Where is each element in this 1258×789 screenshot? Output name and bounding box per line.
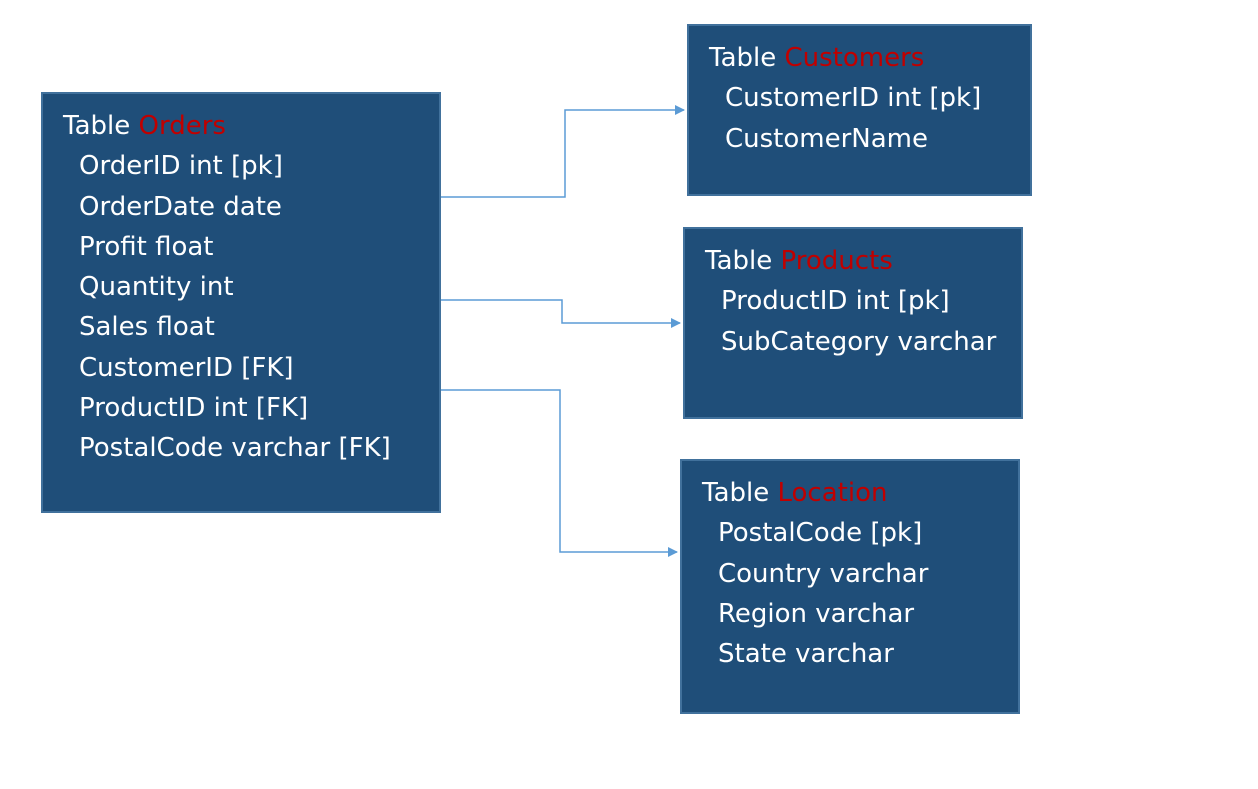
table-field: Region varchar (718, 598, 915, 629)
products-table: Table Products ProductID int [pk] SubCat… (683, 227, 1023, 419)
table-name: Orders (138, 111, 226, 141)
table-field: Country varchar (718, 558, 929, 589)
table-prefix: Table (709, 43, 777, 73)
table-name: Products (780, 246, 893, 276)
connector-orders-products (441, 299, 681, 328)
table-prefix: Table (705, 246, 773, 276)
table-prefix: Table (63, 111, 131, 141)
location-table: Table Location PostalCode [pk] Country v… (680, 459, 1020, 714)
table-field: Sales float (79, 312, 215, 343)
table-field: CustomerID [FK] (79, 352, 294, 383)
table-field: CustomerID int [pk] (725, 83, 982, 114)
table-field: SubCategory varchar (721, 326, 997, 357)
table-header: Table Location (682, 473, 1018, 513)
table-field: Quantity int (79, 272, 234, 303)
customers-table: Table Customers CustomerID int [pk] Cust… (687, 24, 1032, 196)
table-field: Profit float (79, 231, 214, 262)
table-field: CustomerName (725, 123, 928, 154)
table-field: OrderID int [pk] (79, 151, 283, 182)
orders-table: Table Orders OrderID int [pk] OrderDate … (41, 92, 441, 513)
table-prefix: Table (702, 478, 770, 508)
connector-orders-customers (441, 105, 685, 198)
table-field: ProductID int [pk] (721, 286, 950, 317)
table-field: OrderDate date (79, 191, 282, 222)
table-field: PostalCode [pk] (718, 518, 923, 549)
table-field: PostalCode varchar [FK] (79, 433, 391, 464)
table-field: ProductID int [FK] (79, 393, 309, 424)
table-header: Table Customers (689, 38, 1030, 78)
table-field: State varchar (718, 639, 894, 670)
table-name: Customers (784, 43, 925, 73)
table-header: Table Products (685, 241, 1021, 281)
table-header: Table Orders (43, 106, 439, 146)
connector-orders-location (441, 389, 678, 557)
table-name: Location (777, 478, 888, 508)
